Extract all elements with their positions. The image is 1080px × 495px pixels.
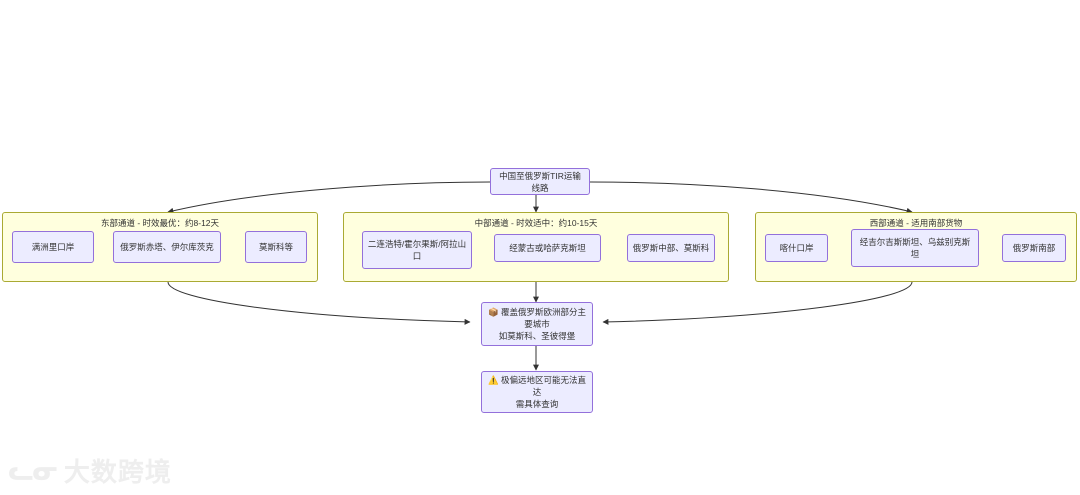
node-center-2-label: 经蒙古或哈萨克斯坦 [509, 243, 586, 253]
subgraph-east-title: 东部通道 - 时效最优：约8-12天 [100, 218, 220, 228]
edge-west-to-coverage [602, 281, 913, 325]
node-center-3[interactable]: 俄罗斯中部、莫斯科 [627, 234, 715, 262]
node-west-3-label: 俄罗斯南部 [1012, 243, 1056, 253]
node-west-1[interactable]: 喀什口岸 [765, 234, 828, 262]
node-east-1-label: 满洲里口岸 [31, 242, 75, 252]
node-east-3[interactable]: 莫斯科等 [245, 231, 307, 263]
edge-root-to-east [167, 181, 491, 214]
node-center-2[interactable]: 经蒙古或哈萨克斯坦 [494, 234, 601, 262]
node-center-1-label: 二连浩特/霍尔果斯/阿拉山口 [367, 239, 467, 261]
edge-root-to-west [589, 181, 913, 214]
node-root-label: 中国至俄罗斯TIR运输线路 [499, 170, 581, 193]
node-east-1[interactable]: 满洲里口岸 [12, 231, 94, 263]
node-coverage[interactable]: 📦 覆盖俄罗斯欧洲部分主要城市 如莫斯科、圣彼得堡 [481, 302, 593, 346]
node-east-2[interactable]: 俄罗斯赤塔、伊尔库茨克 [113, 231, 221, 263]
node-warning-label: ⚠️ 极偏远地区可能无法直达 需具体查询 [488, 375, 586, 409]
node-west-2[interactable]: 经吉尔吉斯斯坦、乌兹别克斯坦 [851, 229, 979, 267]
edge-east-to-coverage [167, 281, 471, 325]
watermark-logo-icon: ᓚᓂ [8, 456, 59, 486]
node-center-1[interactable]: 二连浩特/霍尔果斯/阿拉山口 [362, 231, 472, 269]
node-warning[interactable]: ⚠️ 极偏远地区可能无法直达 需具体查询 [481, 371, 593, 413]
node-root[interactable]: 中国至俄罗斯TIR运输线路 [490, 168, 590, 195]
node-east-2-label: 俄罗斯赤塔、伊尔库茨克 [120, 242, 214, 252]
subgraph-center-title: 中部通道 - 时效适中：约10-15天 [474, 218, 598, 228]
node-center-3-label: 俄罗斯中部、莫斯科 [632, 243, 710, 253]
node-west-2-label: 经吉尔吉斯斯坦、乌兹别克斯坦 [859, 237, 971, 259]
watermark: ᓚᓂ 大数跨境 [8, 458, 172, 485]
watermark-text: 大数跨境 [63, 456, 172, 487]
node-coverage-label: 📦 覆盖俄罗斯欧洲部分主要城市 如莫斯科、圣彼得堡 [488, 307, 586, 341]
node-east-3-label: 莫斯科等 [258, 242, 293, 252]
node-west-1-label: 喀什口岸 [779, 243, 814, 253]
node-west-3[interactable]: 俄罗斯南部 [1002, 234, 1066, 262]
subgraph-west-title: 西部通道 - 适用南部货物 [869, 218, 963, 228]
